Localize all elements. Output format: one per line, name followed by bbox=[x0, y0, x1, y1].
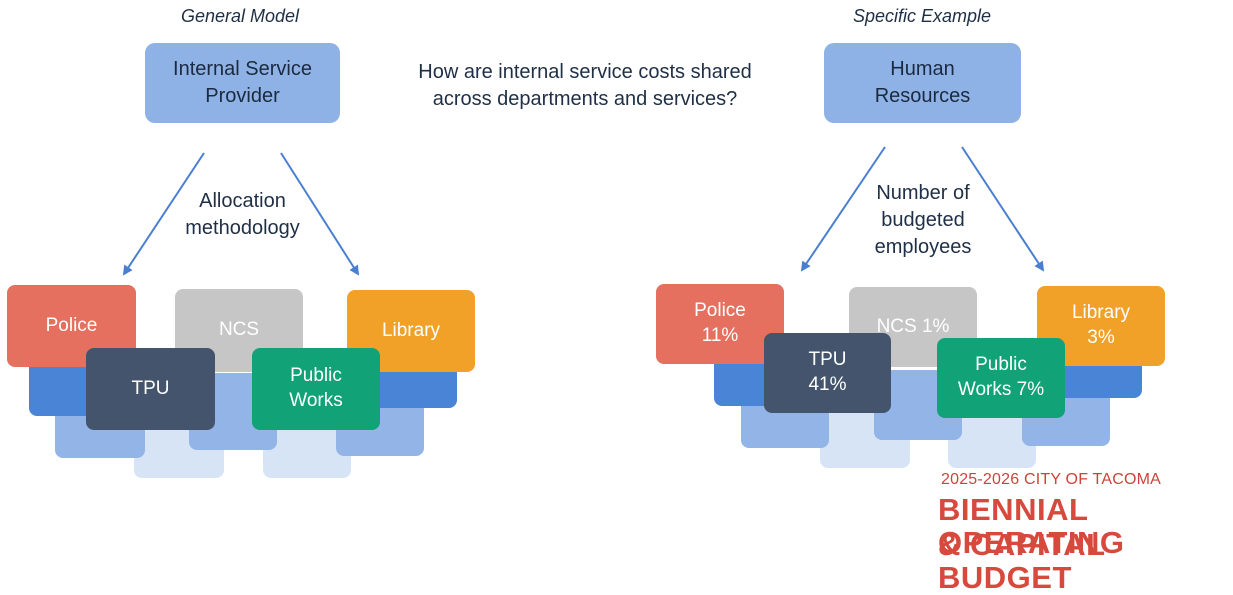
general-ncs-box: NCS bbox=[175, 289, 303, 372]
general-method-label: Allocation methodology bbox=[185, 190, 300, 239]
specific-library-box: Library 3% bbox=[1037, 286, 1165, 366]
question-text: How are internal service costs shared ac… bbox=[418, 61, 752, 110]
brand-title-line1: BIENNIAL OPERATING bbox=[938, 492, 1125, 560]
general-library-box: Library bbox=[347, 290, 475, 372]
general-arrow-right bbox=[280, 152, 360, 276]
arrows-layer bbox=[122, 146, 1045, 276]
specific-tpu-box: TPU 41% bbox=[764, 333, 891, 413]
general-tpu-box: TPU bbox=[86, 348, 215, 430]
brand-title-line2: & CAPITAL BUDGET bbox=[938, 527, 1105, 595]
specific-provider-box: Human Resources bbox=[824, 43, 1021, 123]
general-public-works-box: Public Works bbox=[252, 348, 380, 430]
specific-example-heading: Specific Example bbox=[852, 6, 992, 26]
specific-police-box: Police 11% bbox=[656, 284, 784, 364]
brand-year-line: 2025-2026 CITY OF TACOMA bbox=[941, 471, 1161, 488]
specific-method-label: Number of budgeted employees bbox=[874, 182, 972, 258]
general-model-heading: General Model bbox=[180, 6, 300, 26]
general-provider-box: Internal Service Provider bbox=[145, 43, 340, 123]
general-arrow-left bbox=[122, 152, 205, 276]
specific-public-works-box: Public Works 7% bbox=[937, 338, 1065, 418]
specific-arrow-right bbox=[961, 146, 1045, 272]
specific-arrow-left bbox=[800, 146, 886, 272]
